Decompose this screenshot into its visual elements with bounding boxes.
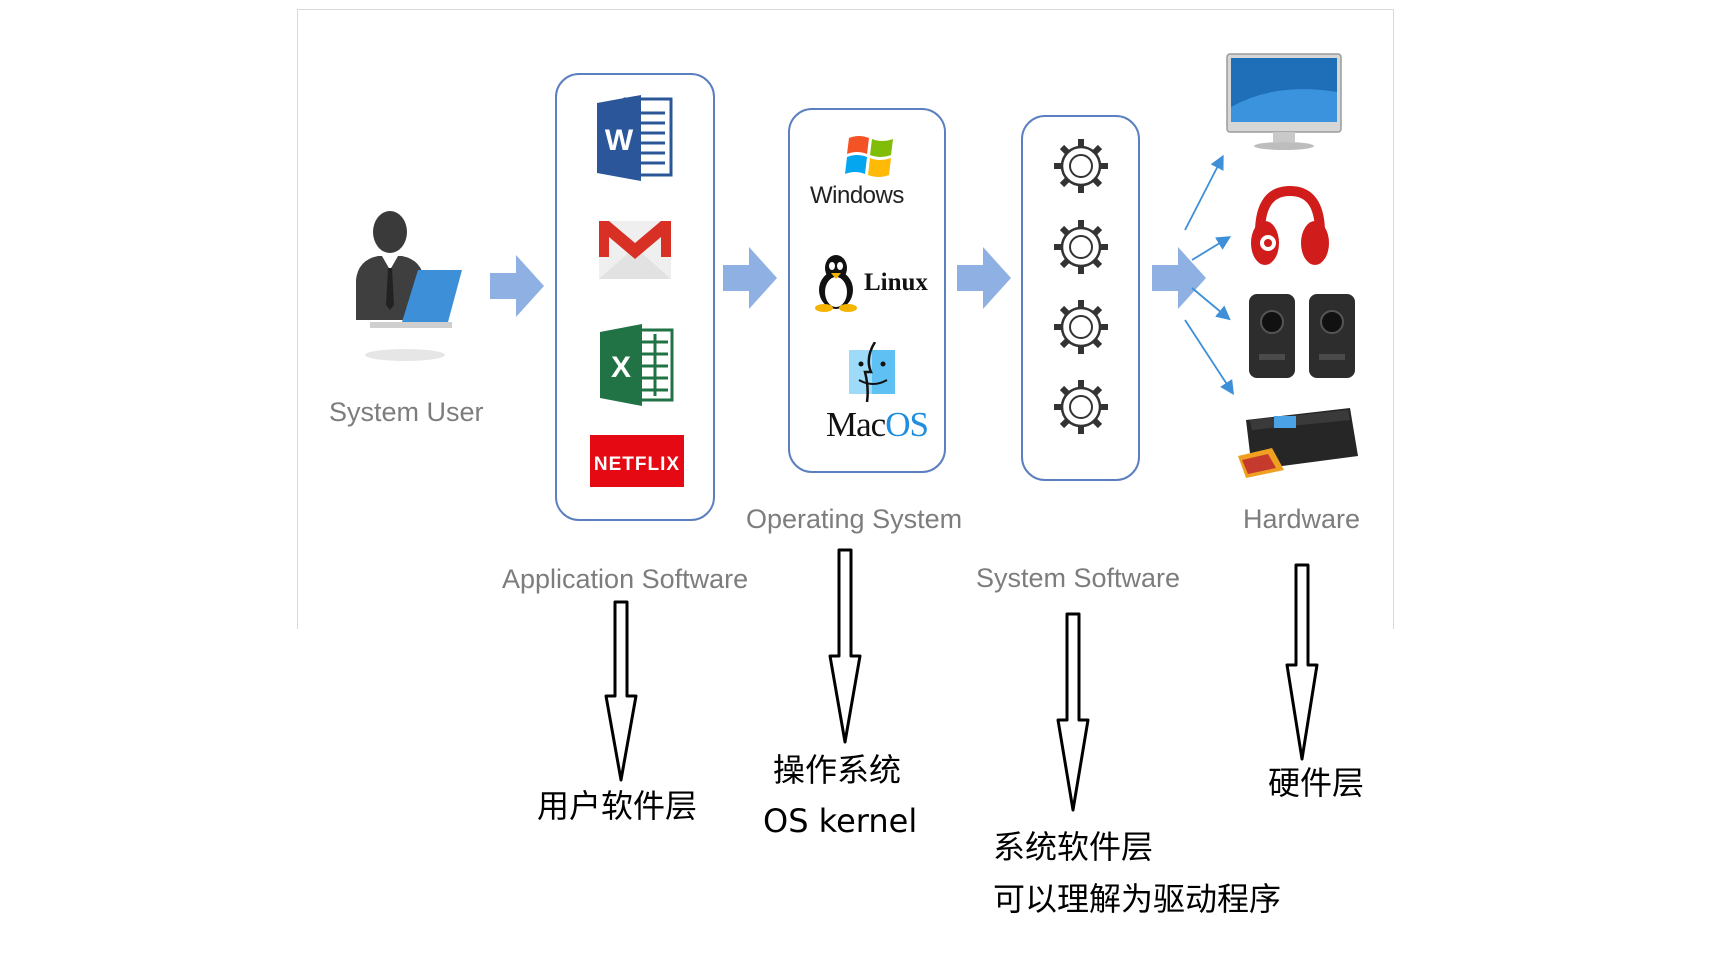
gmail-icon [599, 221, 671, 279]
macos-text: MacOS [826, 405, 929, 445]
system-layer-annotation: 系统软件层 [993, 828, 1154, 866]
application-software-label: Application Software [502, 564, 749, 594]
finder-icon [849, 342, 895, 402]
monitor-icon [1226, 53, 1342, 150]
down-arrow-hardware [1285, 563, 1319, 761]
gear-icon [1054, 139, 1108, 193]
printer-icon [1238, 408, 1358, 478]
hardware-layer-annotation: 硬件层 [1268, 764, 1365, 802]
speakers-icon [1249, 294, 1355, 378]
flow-arrow-system-to-hardware [1152, 247, 1206, 309]
svg-text:NETFLIX: NETFLIX [594, 454, 680, 475]
svg-text:W: W [605, 124, 634, 157]
svg-text:X: X [611, 351, 631, 384]
excel-icon: X [600, 324, 674, 406]
system-software-label: System Software [976, 563, 1181, 593]
down-arrow-system [1056, 612, 1090, 812]
mac-text: Mac [826, 405, 886, 444]
word-icon: W [597, 95, 673, 181]
down-arrow-app [604, 600, 638, 782]
gear-icon [1054, 220, 1108, 274]
operating-system-label: Operating System [746, 504, 963, 534]
windows-logo-icon [845, 136, 893, 177]
system-user-label: System User [329, 397, 484, 427]
headphones-icon [1251, 185, 1329, 265]
linux-text: Linux [864, 269, 928, 296]
driver-annotation: 可以理解为驱动程序 [993, 880, 1282, 918]
os-text: OS [885, 405, 929, 444]
linux-penguin-icon [815, 255, 857, 312]
app-layer-annotation: 用户软件层 [537, 787, 698, 825]
flow-arrow-user-to-app [490, 255, 544, 317]
windows-text: Windows [810, 182, 904, 209]
os-layer-annotation: 操作系统 [773, 751, 902, 789]
gear-icon [1054, 300, 1108, 354]
fan-out-arrows [1184, 154, 1234, 396]
os-kernel-annotation: OS kernel [763, 802, 918, 840]
operating-system-box [788, 108, 946, 473]
gear-icon [1054, 380, 1108, 434]
hardware-label: Hardware [1243, 504, 1361, 534]
down-arrow-os [828, 548, 862, 744]
netflix-icon: NETFLIX [590, 435, 684, 487]
user-computer-icon [356, 211, 462, 361]
flow-arrow-app-to-os [723, 247, 777, 309]
flow-arrow-os-to-system [957, 247, 1011, 309]
gear-column [1050, 135, 1112, 455]
